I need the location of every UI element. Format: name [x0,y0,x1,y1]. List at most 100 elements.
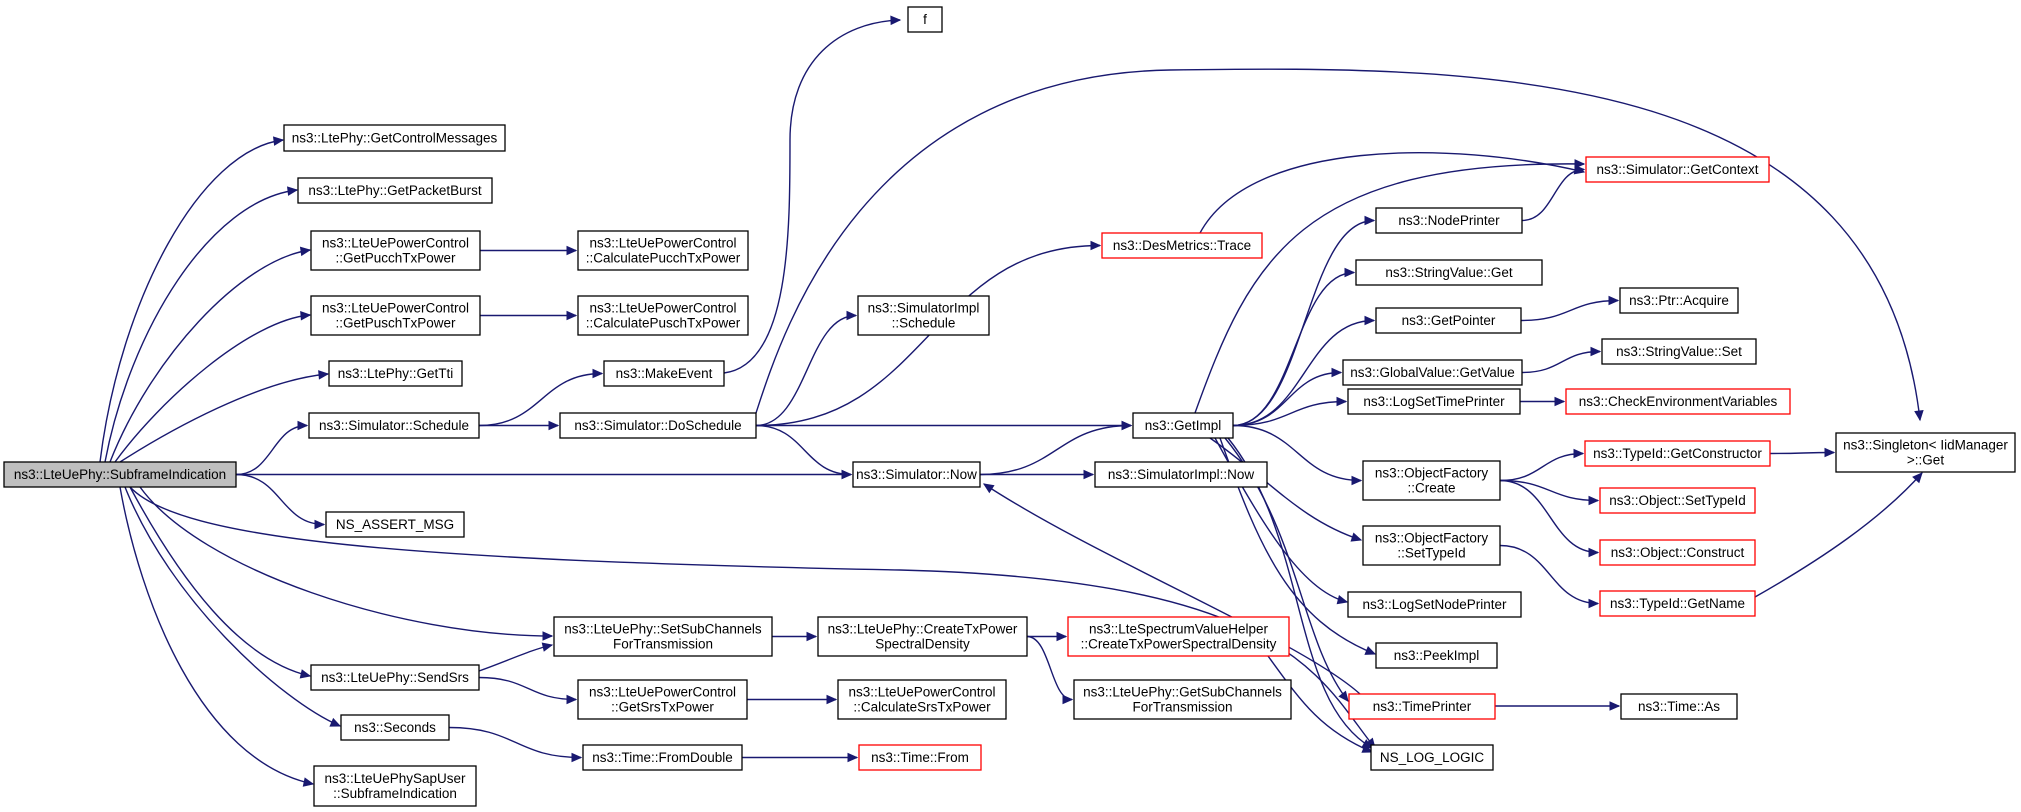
edge-getImpl-to-ofSetTypeId [1209,437,1363,542]
edge-sendSrs-to-getSrs [478,676,578,705]
node-lteSpectrumCreate[interactable]: ns3::LteSpectrumValueHelper::CreateTxPow… [1067,616,1290,657]
node-box [858,744,982,771]
edge-line [1520,299,1619,322]
node-getPointer[interactable]: ns3::GetPointer [1375,307,1522,334]
node-doSchedule[interactable]: ns3::Simulator::DoSchedule [559,412,757,439]
node-singletonGet[interactable]: ns3::Singleton< IidManager>::Get [1835,432,2016,473]
node-label: NS_LOG_LOGIC [1380,750,1485,765]
node-ptrAcquire[interactable]: ns3::Ptr::Acquire [1619,287,1739,314]
edge-line [139,486,553,637]
edge-getPusch-to-calcPusch [479,310,578,321]
node-stringValueGet[interactable]: ns3::StringValue::Get [1355,259,1543,286]
node-calcPucch[interactable]: ns3::LteUePowerControl::CalculatePucchTx… [577,230,749,271]
arrowhead [329,717,342,727]
node-calcSrs[interactable]: ns3::LteUePowerControl::CalculateSrsTxPo… [837,679,1007,720]
arrowhead [1590,346,1602,357]
node-simSchedule[interactable]: ns3::Simulator::Schedule [308,412,480,439]
node-box [582,744,743,771]
node-label: ns3::CheckEnvironmentVariables [1579,394,1778,409]
edge-line [109,249,311,463]
node-root[interactable]: ns3::LteUePhy::SubframeIndication [3,461,237,488]
node-peekImpl[interactable]: ns3::PeekImpl [1375,642,1498,669]
node-label: ns3::Time::From [871,750,969,765]
node-label: ns3::GlobalValue::GetValue [1350,365,1515,380]
node-nsLogLogic[interactable]: NS_LOG_LOGIC [1370,744,1494,771]
node-timePrinter[interactable]: ns3::TimePrinter [1348,693,1496,720]
node-f[interactable]: f [907,6,943,33]
node-timeAs[interactable]: ns3::Time::As [1620,693,1738,720]
node-sendSrs[interactable]: ns3::LteUePhy::SendSrs [310,664,480,691]
node-typeIdGetName[interactable]: ns3::TypeId::GetName [1599,590,1756,617]
node-box [1835,432,2016,473]
node-label: ns3::LtePhy::GetControlMessages [292,131,498,146]
node-box [1348,693,1496,720]
edge-ofCreate-to-objectSetTypeId [1499,479,1600,506]
node-globalValueGetValue[interactable]: ns3::GlobalValue::GetValue [1342,359,1523,386]
node-getPusch[interactable]: ns3::LteUePowerControl::GetPuschTxPower [310,295,481,336]
node-label: ns3::MakeEvent [616,366,713,381]
node-seconds[interactable]: ns3::Seconds [340,714,450,741]
node-getPacketBurst[interactable]: ns3::LtePhy::GetPacketBurst [297,177,493,204]
edge-root-to-simSchedule [235,420,309,476]
edge-line [478,676,577,701]
node-box [553,616,773,657]
edge-line [114,314,311,463]
node-label: ns3::TypeId::GetName [1610,596,1745,611]
edge-getImpl-to-logSetTimePrinter [1232,396,1348,427]
arrowhead [541,642,554,652]
node-box [1565,388,1791,415]
node-box [1347,591,1522,618]
node-ofCreate[interactable]: ns3::ObjectFactory::Create [1362,460,1501,501]
node-nodePrinter[interactable]: ns3::NodePrinter [1375,207,1523,234]
node-objectSetTypeId[interactable]: ns3::Object::SetTypeId [1599,487,1756,514]
node-label: f [923,12,927,27]
node-ofSetTypeId[interactable]: ns3::ObjectFactory::SetTypeId [1362,525,1501,566]
node-simNow[interactable]: ns3::Simulator::Now [852,461,981,488]
node-label: ns3::LteUePhy::SetSubChannels [564,622,762,637]
edge-ofSetTypeId-to-typeIdGetName [1499,544,1600,609]
node-calcPusch[interactable]: ns3::LteUePowerControl::CalculatePuschTx… [577,295,749,336]
node-label: ns3::Singleton< IidManager [1843,438,2008,453]
node-box [817,616,1028,657]
node-typeIdGetConstructor[interactable]: ns3::TypeId::GetConstructor [1584,440,1771,467]
edge-setSubChannels-to-createTxPsd [772,631,818,642]
node-getSubChannels[interactable]: ns3::LteUePhy::GetSubChannelsForTransmis… [1073,679,1292,720]
node-logSetNodePrinter[interactable]: ns3::LogSetNodePrinter [1347,591,1522,618]
node-timeFrom[interactable]: ns3::Time::From [858,744,982,771]
node-phySapUser[interactable]: ns3::LteUePhySapUser::SubframeIndication [313,765,477,807]
node-setSubChannels[interactable]: ns3::LteUePhy::SetSubChannelsForTransmis… [553,616,773,657]
node-simImplSchedule[interactable]: ns3::SimulatorImpl::Schedule [857,295,990,336]
node-nsAssertMsg[interactable]: NS_ASSERT_MSG [325,511,465,538]
node-checkEnv[interactable]: ns3::CheckEnvironmentVariables [1565,388,1791,415]
node-label: ::GetPucchTxPower [335,251,456,266]
node-getTti[interactable]: ns3::LtePhy::GetTti [328,360,463,387]
node-getPucch[interactable]: ns3::LteUePowerControl::GetPucchTxPower [310,230,481,271]
arrowhead [1336,595,1349,605]
node-timeFromDouble[interactable]: ns3::Time::FromDouble [582,744,743,771]
node-label: ns3::LteUePhy::CreateTxPower [828,622,1018,637]
node-desMetrics[interactable]: ns3::DesMetrics::Trace [1101,232,1263,259]
edge-sendSrs-to-setSubChannels [478,642,554,672]
arrowhead [1609,701,1621,711]
node-label: ns3::ObjectFactory [1375,531,1489,546]
node-box [1585,156,1770,183]
node-createTxPsd[interactable]: ns3::LteUePhy::CreateTxPowerSpectralDens… [817,616,1028,657]
node-label: ns3::GetImpl [1145,418,1222,433]
edge-typeIdGetName-to-singletonGet [1754,472,1923,598]
node-objectConstruct[interactable]: ns3::Object::Construct [1599,539,1756,566]
node-stringValueSet[interactable]: ns3::StringValue::Set [1601,338,1757,365]
arrowhead [1912,472,1923,484]
node-label: ns3::SimulatorImpl::Now [1108,467,1255,482]
node-makeEvent[interactable]: ns3::MakeEvent [603,360,725,387]
node-getImpl[interactable]: ns3::GetImpl [1132,412,1234,439]
node-box [1094,461,1268,488]
node-getContext[interactable]: ns3::Simulator::GetContext [1585,156,1770,183]
node-simImplNow[interactable]: ns3::SimulatorImpl::Now [1094,461,1268,488]
node-getControlMessages[interactable]: ns3::LtePhy::GetControlMessages [283,124,506,152]
node-box [1375,307,1522,334]
edge-line [1499,479,1599,502]
node-getSrs[interactable]: ns3::LteUePowerControl::GetSrsTxPower [577,679,748,720]
node-logSetTimePrinter[interactable]: ns3::LogSetTimePrinter [1347,388,1521,415]
edge-doSchedule-to-simNow [755,424,853,480]
